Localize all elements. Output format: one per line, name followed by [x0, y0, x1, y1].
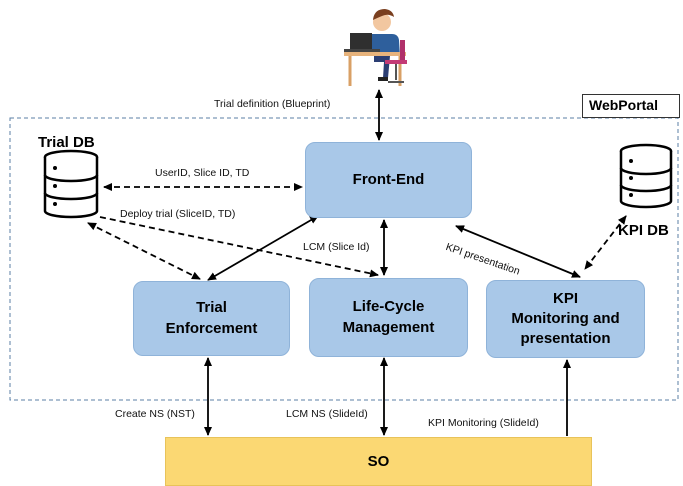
edge-kpi-presentation [455, 225, 581, 278]
trial-db-label: Trial DB [38, 134, 95, 151]
database-icon [619, 143, 673, 209]
kpi-monitoring-node: KPI Monitoring and presentation [486, 280, 645, 358]
edge-label-trial-definition: Trial definition (Blueprint) [214, 98, 331, 110]
edge-db-to-enforcement [87, 222, 201, 280]
lifecycle-management-node: Life-Cycle Management [309, 278, 468, 357]
so-node: SO [165, 437, 592, 486]
edge-label-lcm-slice: LCM (Slice Id) [303, 241, 370, 253]
edge-label-create-ns: Create NS (NST) [115, 408, 195, 420]
database-icon [43, 149, 99, 219]
edge-label-lcm-ns: LCM NS (SlideId) [286, 408, 368, 420]
edge-label-userid: UserID, Slice ID, TD [155, 167, 250, 179]
trial-enforcement-node: Trial Enforcement [133, 281, 290, 356]
webportal-boundary [9, 117, 679, 401]
edge-label-deploy-trial: Deploy trial (SliceID, TD) [120, 208, 236, 220]
webportal-label: WebPortal [582, 94, 680, 118]
edge-enforcement-frontend [207, 215, 319, 281]
edge-kpidb-kpi [584, 215, 627, 270]
user-at-desk-icon [344, 9, 407, 86]
edge-label-kpi-monitoring: KPI Monitoring (SlideId) [428, 417, 539, 429]
kpi-db-label: KPI DB [618, 222, 669, 239]
front-end-node: Front-End [305, 142, 472, 218]
